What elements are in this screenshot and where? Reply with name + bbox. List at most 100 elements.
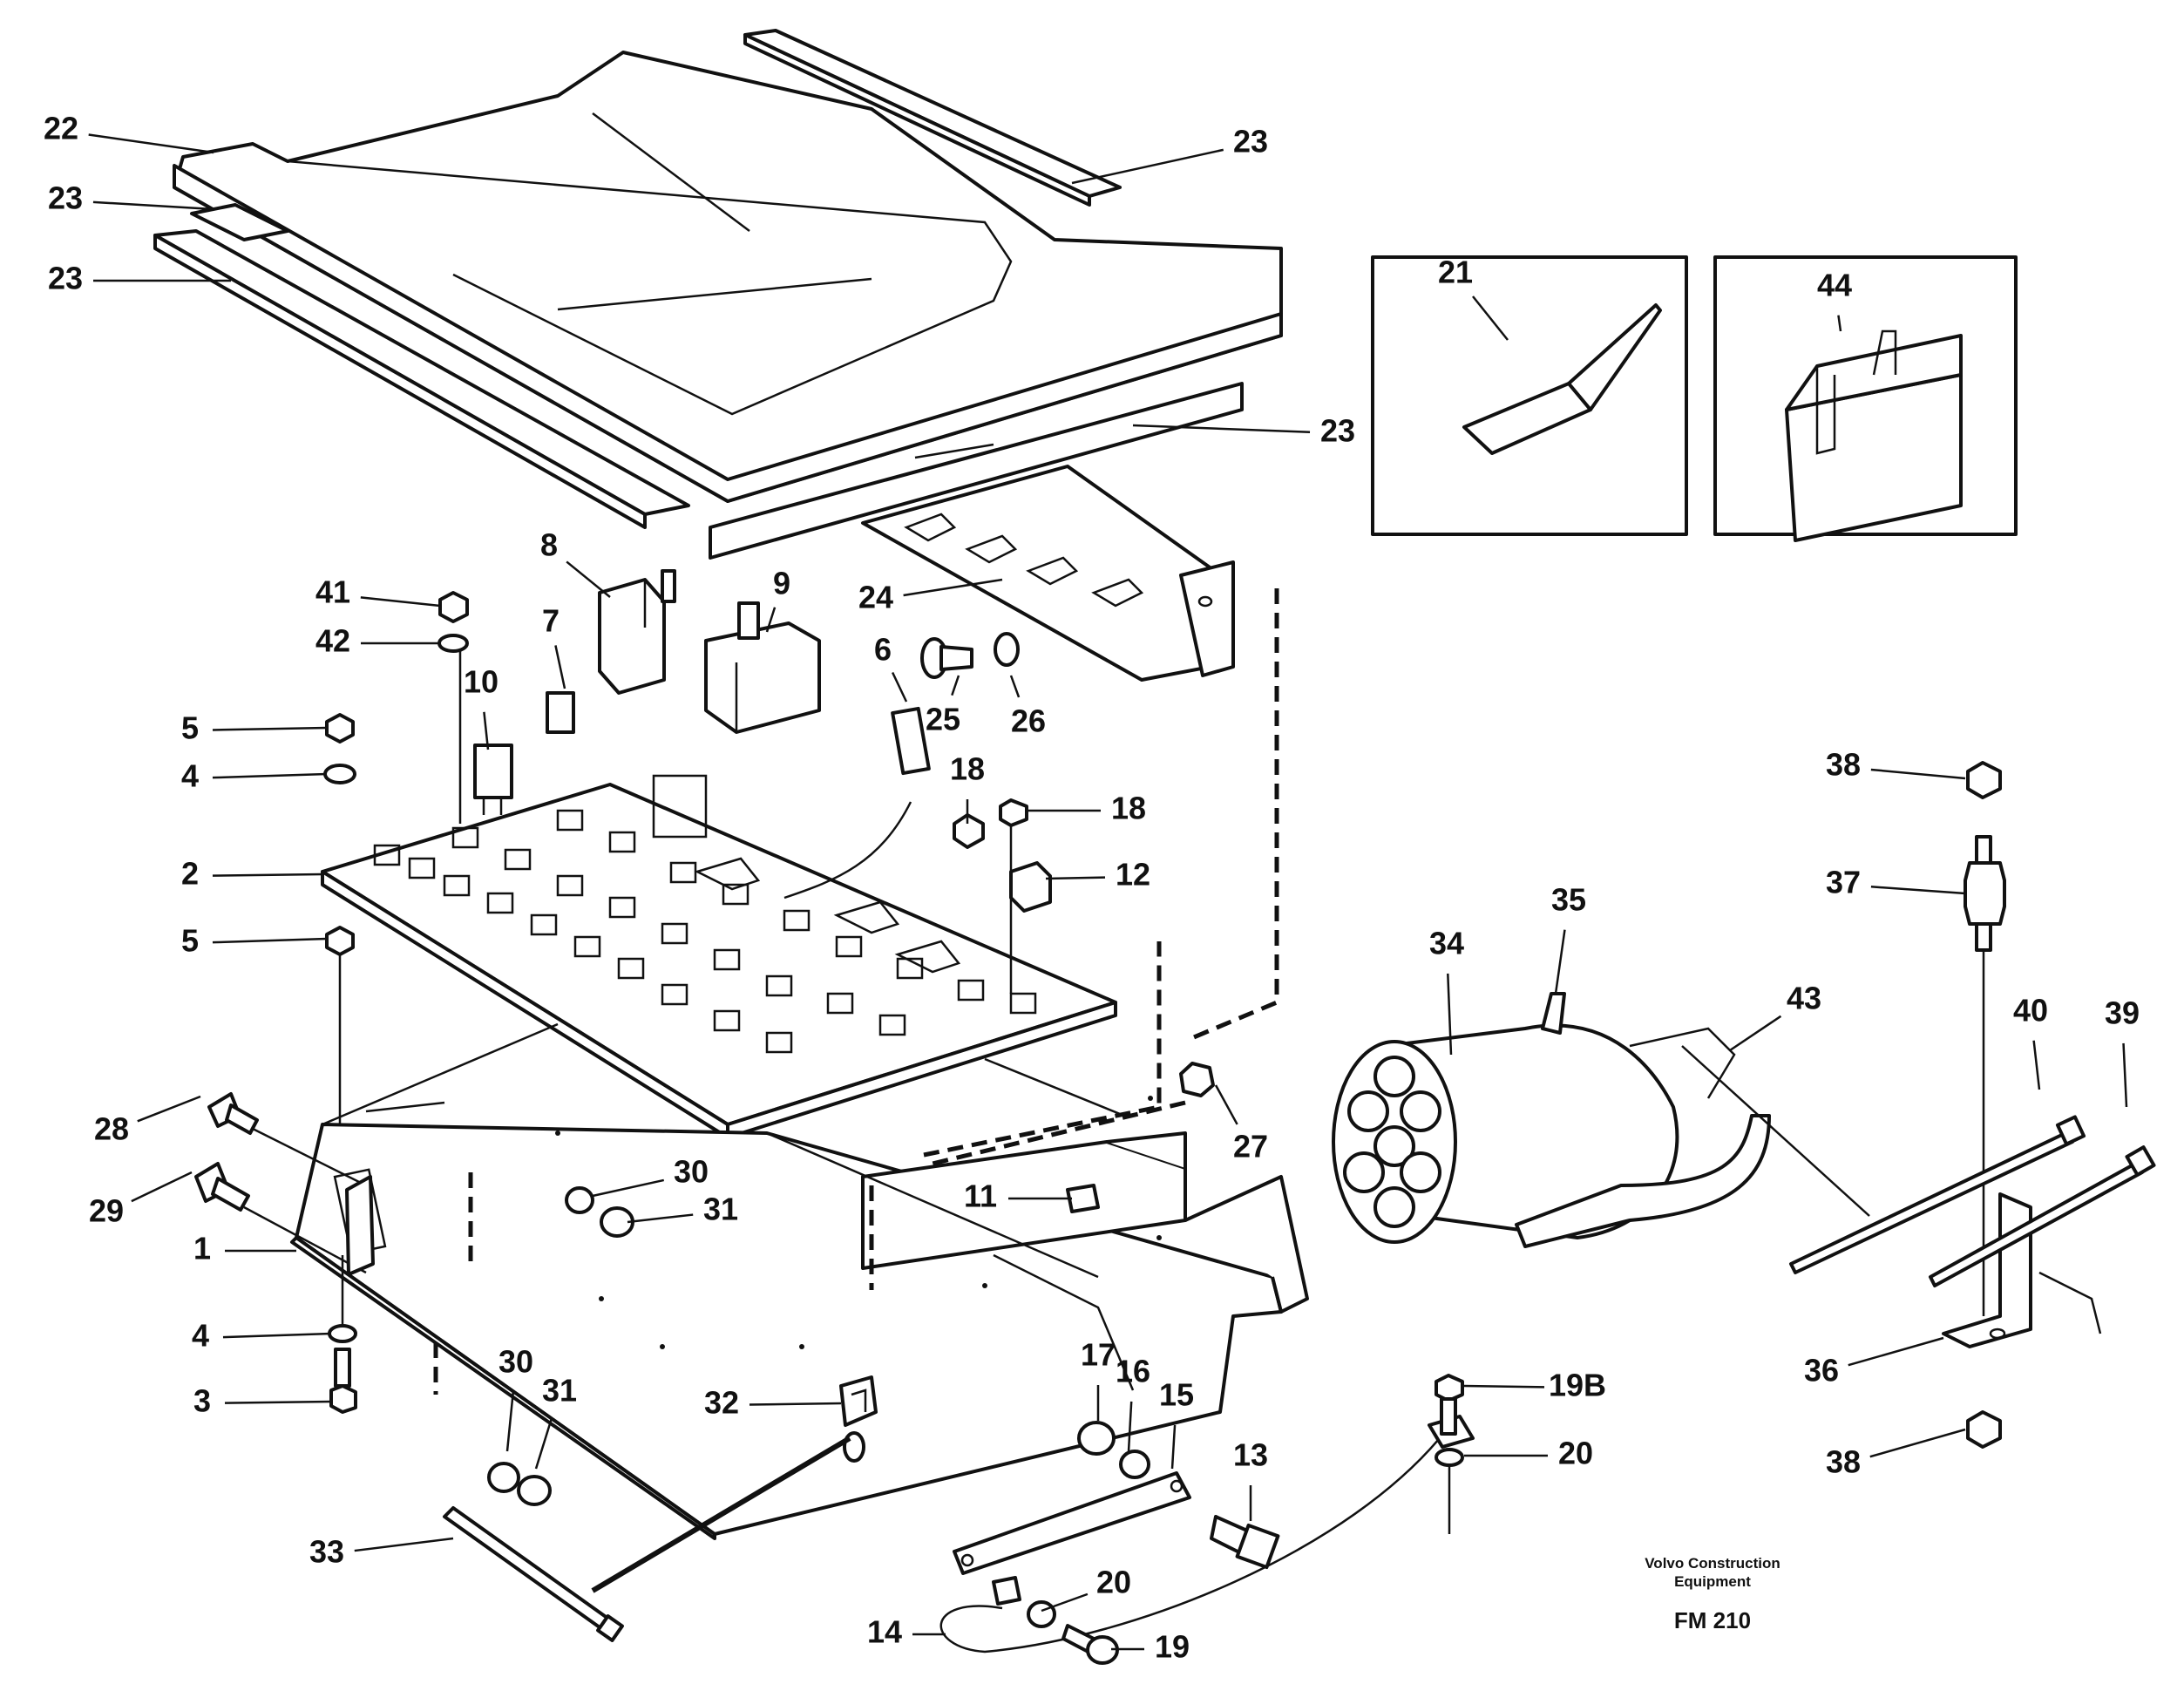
ground-strap-15 [953,1471,1191,1575]
callout-12: 12 [1116,857,1150,893]
relay-10 [473,744,513,815]
callout-34: 34 [1429,926,1464,961]
cover-lid [173,51,1283,503]
callout-30: 30 [499,1344,533,1380]
washers-30-31 [487,1186,634,1506]
callout-4: 4 [192,1318,209,1354]
callout-36: 36 [1804,1353,1839,1389]
leader-line-26 [1009,675,1021,698]
callout-10: 10 [464,664,499,700]
leader-line-34 [1447,973,1453,1056]
leader-line-23 [1071,148,1224,185]
callout-16: 16 [1116,1354,1150,1389]
bolt-13 [1210,1515,1280,1570]
callout-20: 20 [1558,1436,1593,1471]
callout-22: 22 [44,111,78,146]
nuts-18-bracket-12 [953,798,1052,994]
leader-line-16 [1127,1401,1133,1452]
leader-line-4 [212,772,328,779]
leader-line-23 [1132,424,1311,434]
fuse-7 [546,691,575,734]
callout-1: 1 [193,1231,211,1266]
callout-23: 23 [1320,413,1355,449]
leader-line-4 [222,1332,332,1339]
leader-line-20 [1041,1592,1089,1613]
leader-line-24 [903,578,1003,597]
callout-3: 3 [193,1383,211,1419]
leader-line-2 [212,873,323,877]
footer-figure-code: FM 210 [1674,1607,1751,1633]
relay-8 [598,569,676,695]
callout-44: 44 [1817,268,1852,303]
callout-42: 42 [315,623,350,659]
leader-line-36 [1848,1336,1944,1367]
callout-38: 38 [1826,747,1861,783]
leader-line-5 [212,937,328,944]
callout-9: 9 [773,566,790,601]
leader-line-33 [354,1537,454,1552]
leader-line-27 [1214,1084,1238,1125]
leader-line-8 [566,560,611,598]
nut-27 [932,1062,1215,1166]
callout-41: 41 [315,574,350,610]
leader-line-41 [360,596,441,608]
leader-line-28 [137,1095,201,1123]
leader-line-39 [2122,1042,2128,1108]
leader-line-40 [2032,1040,2041,1090]
bolt-25-washer-26 [920,632,1020,679]
callout-19: 19 [1155,1629,1190,1665]
leader-line-15 [1170,1424,1177,1470]
callout-18: 18 [950,751,985,787]
leader-line-23 [92,200,214,211]
leader-line-44 [1837,315,1842,332]
leader-line-6 [892,671,908,703]
leader-line-3 [224,1400,332,1404]
callout-39: 39 [2105,995,2140,1031]
callout-5: 5 [181,710,199,746]
callout-43: 43 [1787,981,1821,1016]
leader-lines [88,133,2128,1651]
seal-strips [153,29,1244,560]
connector-34 [1332,992,1870,1248]
callout-23: 23 [1233,124,1268,160]
clip-11 [1066,1184,1100,1213]
callout-26: 26 [1011,703,1046,739]
callout-11: 11 [964,1178,997,1214]
bracket-36-fasteners [1942,761,2102,1449]
leader-line-22 [88,133,214,154]
leader-line-9 [765,607,777,633]
callout-14: 14 [867,1614,902,1650]
leader-line-43 [1729,1015,1782,1052]
leader-line-19B [1463,1384,1545,1389]
fuse-6 [891,706,931,776]
callout-18: 18 [1111,791,1146,826]
leader-line-5 [212,726,328,731]
leader-line-38 [1870,768,1966,780]
callout-37: 37 [1826,865,1861,900]
leader-line-10 [483,711,490,750]
callout-6: 6 [874,632,892,668]
callout-8: 8 [540,527,558,563]
callout-23: 23 [48,180,83,216]
callout-31: 31 [703,1192,738,1227]
leader-line-35 [1554,929,1566,995]
leader-line-25 [951,675,960,696]
callout-7: 7 [542,603,560,639]
leader-line-12 [1045,876,1106,880]
callout-13: 13 [1233,1437,1268,1473]
relay-9 [704,601,821,734]
leader-line-7 [554,645,566,689]
footer-brand-line2: Equipment [1674,1573,1751,1590]
callout-21: 21 [1438,255,1473,290]
leader-line-21 [1472,295,1509,341]
cable-tie-33 [443,1436,851,1642]
callout-4: 4 [181,758,199,794]
callout-19B: 19B [1549,1368,1606,1403]
callout-32: 32 [704,1385,739,1421]
cable-ties-39-40 [1789,1115,2156,1287]
callout-40: 40 [2013,993,2048,1029]
leader-line-30 [505,1391,515,1452]
clip-32 [839,1375,878,1427]
